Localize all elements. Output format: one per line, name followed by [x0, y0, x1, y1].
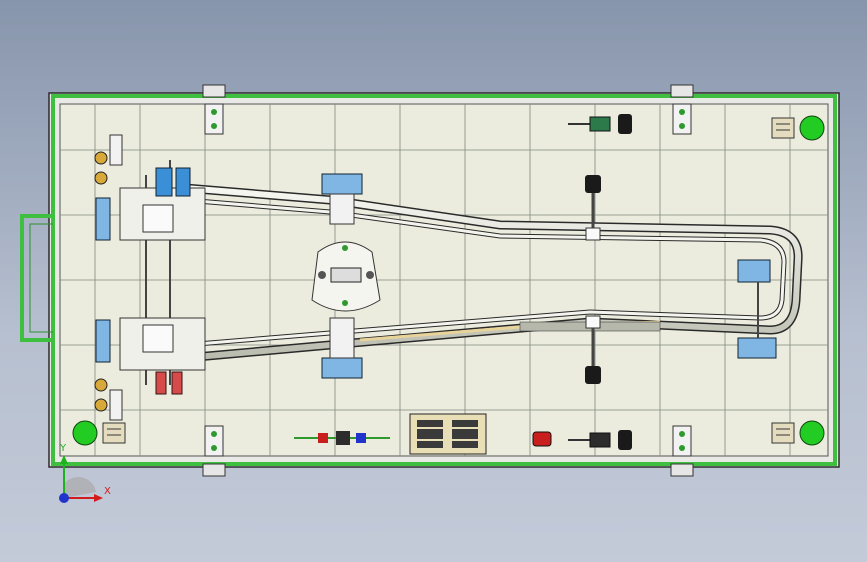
toggle-clamp-top[interactable] — [568, 114, 632, 134]
lifting-lug-top-right — [670, 84, 694, 135]
locating-pin-bottom-right — [771, 420, 825, 446]
lifting-lug-bottom-left — [202, 425, 226, 477]
stopper-bottom-mid[interactable] — [585, 315, 601, 384]
axis-x-label: X — [104, 486, 111, 497]
lifting-lug-top-left — [202, 84, 226, 135]
clamp-assembly-left-bottom[interactable] — [94, 317, 206, 421]
axis-y-label: Y — [60, 443, 67, 454]
toggle-clamp-bottom[interactable] — [532, 430, 632, 450]
clamp-block-center-top[interactable] — [321, 173, 363, 225]
locating-pin-bottom-left — [72, 420, 126, 446]
nameplate — [409, 413, 487, 455]
stopper-top-mid[interactable] — [585, 175, 601, 241]
clamp-assembly-left-top[interactable] — [94, 134, 206, 241]
base-frame-green — [51, 94, 837, 466]
sensor-slide[interactable] — [294, 431, 390, 445]
locating-pin-top-right — [771, 115, 825, 141]
coordinate-triad — [59, 455, 103, 503]
carry-handle[interactable] — [20, 214, 53, 342]
center-locator-plate[interactable] — [311, 241, 381, 312]
lifting-lug-bottom-right — [670, 425, 694, 477]
clamp-assembly-right[interactable] — [737, 259, 777, 359]
clamp-block-center-bottom[interactable] — [321, 317, 363, 379]
